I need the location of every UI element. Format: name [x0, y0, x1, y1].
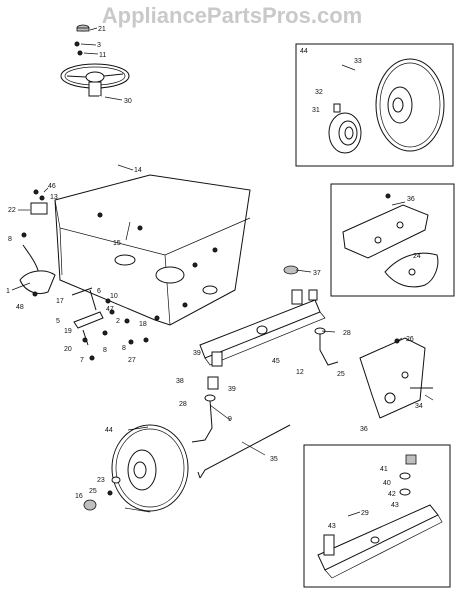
inset-callout-24: 24: [413, 253, 421, 260]
callout-2: 2: [116, 318, 120, 325]
callout-27: 27: [128, 357, 136, 364]
bolt-3: [74, 41, 80, 47]
callout-8b: 8: [103, 347, 107, 354]
inset-callout-44: 44: [300, 48, 308, 55]
steering-cap: [76, 24, 90, 32]
frame-chassis: [54, 174, 251, 326]
callout-48: 48: [16, 304, 24, 311]
callout-28: 28: [343, 330, 351, 337]
callout-14: 14: [134, 167, 142, 174]
front-tire-left: [111, 424, 189, 513]
callout-47: 47: [106, 306, 114, 313]
inset-callout-36: 36: [407, 196, 415, 203]
inset-callout-41: 41: [380, 466, 388, 473]
callout-25: 25: [337, 371, 345, 378]
callout-1: 1: [6, 288, 10, 295]
leader-lines: [11, 27, 434, 517]
inset-callout-33: 33: [354, 58, 362, 65]
callout-19: 19: [64, 328, 72, 335]
callout-8c: 8: [122, 345, 126, 352]
callout-28b: 28: [179, 401, 187, 408]
callout-35: 35: [270, 456, 278, 463]
callout-34: 34: [415, 403, 423, 410]
inset-callout-29: 29: [361, 510, 369, 517]
callout-39b: 39: [228, 386, 236, 393]
callout-17: 17: [56, 298, 64, 305]
callout-9: 9: [228, 416, 232, 423]
callout-21: 21: [98, 26, 106, 33]
callout-37: 37: [313, 270, 321, 277]
hub-cap: [83, 499, 97, 511]
callout-15: 15: [113, 240, 121, 247]
spindle-right: [314, 327, 339, 366]
watermark: AppliancePartsPros.com: [102, 3, 362, 28]
callout-5: 5: [56, 318, 60, 325]
callout-39: 39: [193, 350, 201, 357]
washer-23: [111, 476, 121, 484]
inset-callout-43: 43: [328, 523, 336, 530]
callout-36: 36: [360, 426, 368, 433]
callout-7: 7: [80, 357, 84, 364]
callout-38: 38: [176, 378, 184, 385]
inset-callout-labels: 44 33 32 31 36 24 41 40 42 43 43 29: [300, 48, 421, 530]
inset-callout-43b: 43: [391, 502, 399, 509]
callout-44: 44: [105, 427, 113, 434]
inset-callout-42: 42: [388, 491, 396, 498]
callout-26: 26: [406, 336, 414, 343]
inset-callout-31: 31: [312, 107, 320, 114]
callout-11: 11: [99, 52, 106, 59]
callout-23: 23: [97, 477, 105, 484]
callout-8: 8: [8, 236, 12, 243]
callout-labels: 21 3 11 30 14 46 13 22 8 15 37 1 48 17 6…: [6, 26, 423, 500]
steering-linkage-left: [19, 189, 160, 361]
callout-12: 12: [296, 369, 304, 376]
inset-callout-40: 40: [383, 480, 391, 487]
front-axle: [199, 265, 326, 366]
callout-16: 16: [75, 493, 83, 500]
callout-45: 45: [272, 358, 280, 365]
callout-13: 13: [50, 194, 58, 201]
callout-6: 6: [97, 288, 101, 295]
callout-46: 46: [48, 183, 56, 190]
callout-20: 20: [64, 346, 72, 353]
callout-25b: 25: [89, 488, 97, 495]
callout-18: 18: [139, 321, 147, 328]
callout-3: 3: [97, 42, 101, 49]
inset-axle-box: [303, 444, 451, 588]
steering-wheel: [60, 63, 130, 97]
inset-plate-box: [330, 183, 455, 297]
callout-22: 22: [8, 207, 16, 214]
bearing-25: [107, 490, 113, 496]
callout-10: 10: [110, 293, 118, 300]
inset-wheel-box: [295, 43, 454, 167]
callout-30: 30: [124, 98, 132, 105]
inset-callout-32: 32: [315, 89, 323, 96]
spindle-left: [191, 351, 223, 443]
tie-rod: [197, 424, 291, 479]
washer-11: [77, 50, 83, 56]
